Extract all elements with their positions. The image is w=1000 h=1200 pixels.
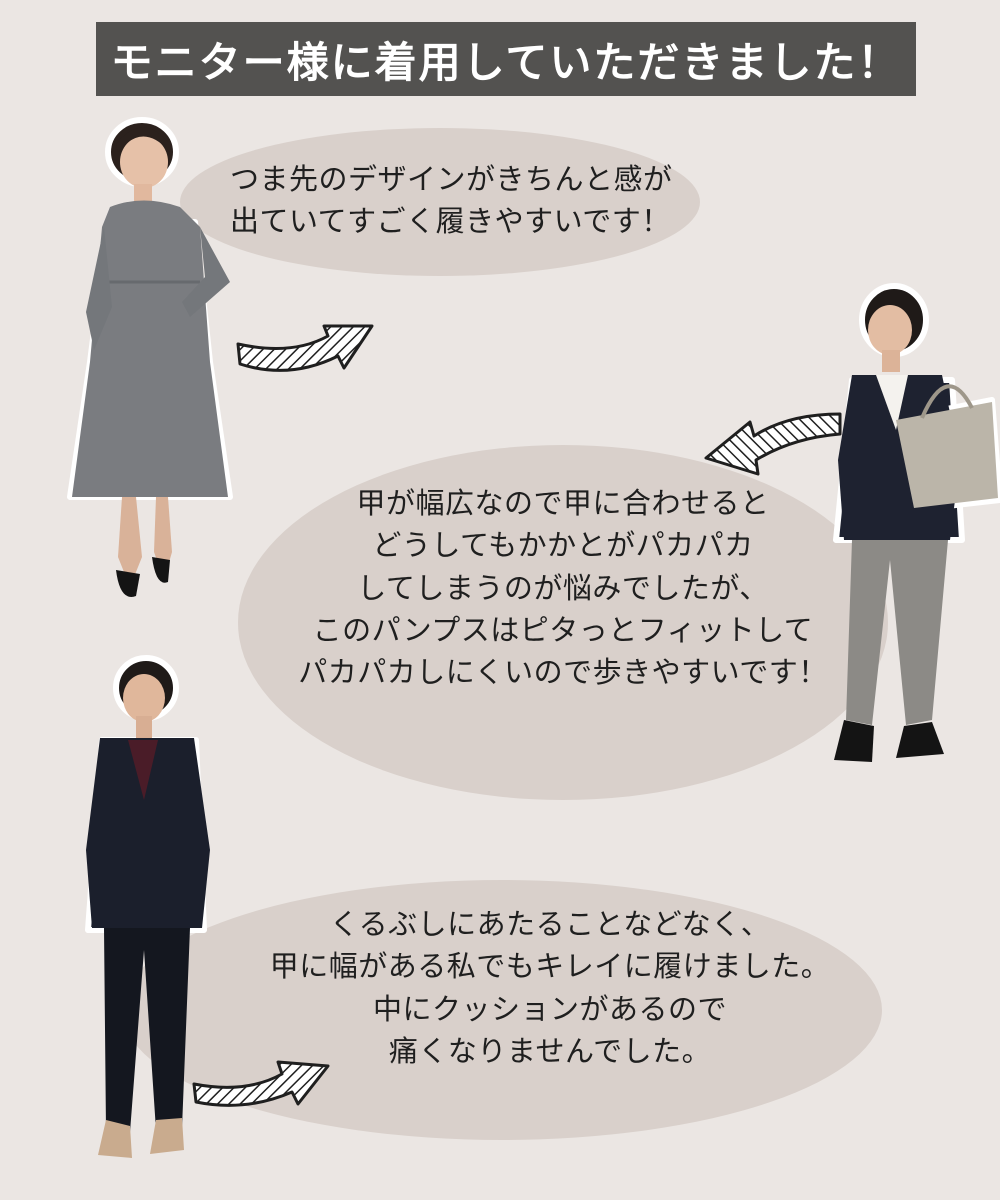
- testimonial-line: 中にクッションがあるので: [372, 991, 727, 1026]
- arrow-right-icon: [192, 1060, 330, 1107]
- title-banner: モニター様に着用していただきました！: [96, 22, 916, 96]
- arrow-right-icon: [236, 324, 374, 372]
- speech-bubble-2: [238, 445, 888, 800]
- model-photo-grey-dress: [67, 117, 233, 597]
- arrow-left-icon: [704, 412, 842, 476]
- testimonial-2: 甲が幅広なので甲に合わせると どうしてもかかとがパカパカ してしまうのが悩みでし…: [258, 482, 868, 694]
- testimonial-line: 出ていてすごく履きやすいです！: [230, 204, 671, 239]
- testimonial-3: くるぶしにあたることなどなく、 甲に幅がある私でもキレイに履けました。 中にクッ…: [240, 903, 860, 1072]
- testimonial-line: つま先のデザインがきちんと感が: [230, 162, 673, 196]
- testimonial-line: パカパカしにくいので歩きやすいです！: [298, 655, 828, 690]
- model-photo-navy-suit: [85, 655, 210, 1158]
- testimonial-line: 痛くなりませんでした。: [388, 1033, 712, 1068]
- testimonial-line: このパンプスはピタっとフィットして: [312, 612, 814, 647]
- testimonial-line: 甲が幅広なので甲に合わせると: [356, 486, 770, 520]
- testimonial-1: つま先のデザインがきちんと感が 出ていてすごく履きやすいです！: [230, 158, 673, 243]
- testimonial-line: してしまうのが悩みでしたが、: [357, 570, 769, 605]
- testimonial-line: くるぶしにあたることなどなく、: [329, 907, 771, 941]
- model-photo-navy-jacket-bag: [833, 283, 1000, 762]
- banner-title: モニター様に着用していただきました！: [110, 37, 902, 87]
- testimonial-line: どうしてもかかとがパカパカ: [372, 528, 754, 563]
- testimonial-line: 甲に幅がある私でもキレイに履けました。: [269, 949, 831, 984]
- speech-bubble-1: [180, 128, 700, 276]
